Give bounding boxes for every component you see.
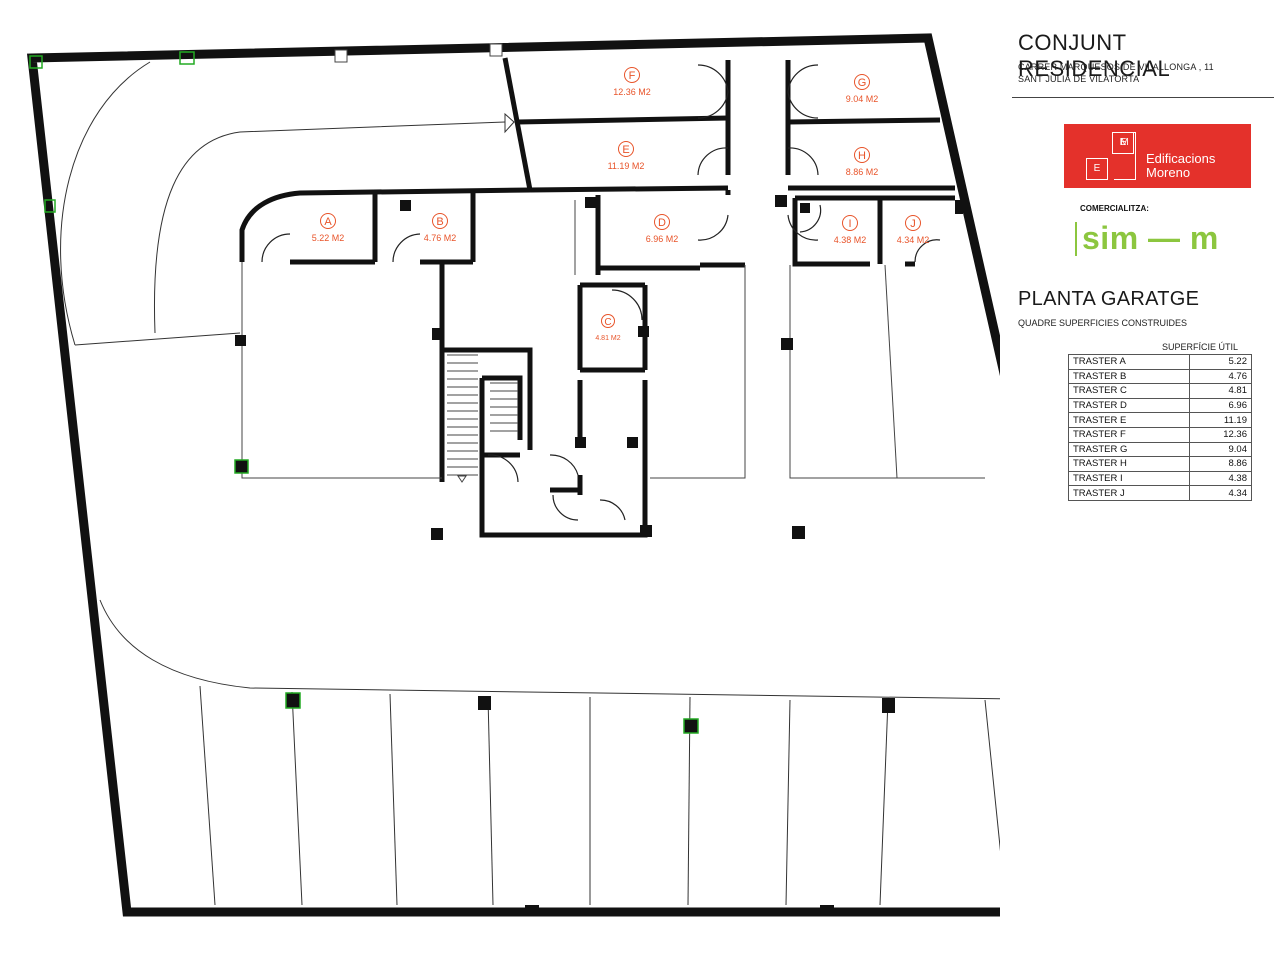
room-area: 4.38 M2: [834, 235, 867, 245]
room-marker-circle: [320, 213, 336, 229]
room-marker-circle: [905, 215, 921, 231]
room-area: 11.19 M2: [608, 161, 645, 171]
storage-name: TRASTER J: [1068, 485, 1190, 501]
comercialitza-label: COMERCIALITZA:: [1080, 204, 1149, 213]
wall-openings: [334, 43, 503, 63]
storage-name: TRASTER H: [1068, 456, 1190, 472]
room-letter: E: [622, 144, 629, 156]
storage-name: TRASTER E: [1068, 412, 1190, 428]
storage-name: TRASTER I: [1068, 470, 1190, 487]
address-street: CARRER MARQUESOS DE VILALLONGA , 11: [1018, 62, 1214, 72]
room-letter: B: [436, 216, 443, 228]
address-town: SANT JULIÀ DE VILATORTA: [1018, 74, 1140, 84]
room-area: 4.34 M2: [897, 235, 930, 245]
sim-bar: [1075, 222, 1077, 256]
room-area: 8.86 M2: [846, 167, 879, 177]
sim-m-logo: sim — m: [1082, 220, 1219, 256]
room-letter: I: [848, 218, 851, 230]
interior-thin-lines: [241, 200, 985, 483]
storage-name: TRASTER C: [1068, 383, 1190, 399]
storage-name: TRASTER D: [1068, 397, 1190, 414]
room-area: 9.04 M2: [846, 94, 879, 104]
room-area: 6.96 M2: [646, 234, 679, 244]
outer-wall: [26, 33, 1000, 917]
room-marker-circle: [854, 74, 870, 90]
storage-area: 5.22: [1188, 354, 1253, 370]
storage-name: TRASTER A: [1068, 354, 1190, 370]
storage-area: 9.04: [1188, 441, 1253, 458]
storage-name: TRASTER G: [1068, 441, 1190, 458]
storage-area: 6.96: [1188, 397, 1253, 414]
room-area: 4.81 M2: [595, 335, 620, 342]
garage-floor-plan: A 5.22 M2 B 4.76 M2 C 4.81 M2 D 6.96 M2 E 11.19 M…: [26, 33, 1000, 917]
project-title: CONJUNT RESIDENCIAL: [1018, 30, 1171, 81]
room-letter: F: [629, 70, 636, 82]
room-area: 5.22 M2: [312, 233, 345, 243]
parking-bays: [199, 685, 1000, 906]
room-marker-circle: [624, 67, 640, 83]
logo-mark-m: M: [1114, 132, 1136, 180]
logo-name-line1: Edificacions: [1146, 151, 1216, 166]
room-area: 4.76 M2: [424, 233, 457, 243]
storage-area: 4.81: [1188, 383, 1253, 399]
columns: [235, 195, 963, 913]
logo-name-line2: Moreno: [1146, 165, 1191, 180]
room-letter: C: [604, 317, 611, 328]
room-marker-circle: [432, 213, 448, 229]
table-column-header: SUPERFÍCIE ÚTIL: [1161, 342, 1238, 352]
room-marker-circle: [618, 141, 634, 157]
highlighted-columns: [29, 51, 699, 734]
storage-area: 12.36: [1188, 426, 1253, 443]
access-ramp: [60, 61, 1000, 700]
room-marker-circle: [654, 214, 670, 230]
door-swings: [261, 64, 941, 521]
room-letter: J: [910, 218, 916, 230]
logo-mark-e2: E: [1086, 158, 1108, 180]
storage-area: 4.76: [1188, 368, 1253, 385]
room-area: 12.36 M2: [613, 87, 651, 97]
room-letter: G: [858, 77, 867, 89]
room-letter: H: [858, 150, 866, 162]
room-marker-circle: [601, 314, 615, 328]
plan-title: PLANTA GARATGE: [1018, 288, 1200, 310]
storage-name: TRASTER B: [1068, 368, 1190, 385]
room-marker-circle: [854, 147, 870, 163]
storage-name: TRASTER F: [1068, 426, 1190, 443]
storage-area: 4.38: [1188, 470, 1253, 487]
room-marker-circle: [842, 215, 858, 231]
storage-area: 4.34: [1188, 485, 1253, 501]
logo-name: Edificacions Moreno: [1146, 152, 1215, 180]
storage-area: 11.19: [1188, 412, 1253, 428]
storage-walls: [239, 57, 955, 538]
room-letter: A: [324, 216, 332, 228]
room-labels: A 5.22 M2 B 4.76 M2 C 4.81 M2 D 6.96 M2 E 11.19 M…: [312, 67, 930, 342]
plan-subtitle: QUADRE SUPERFICIES CONSTRUIDES: [1018, 318, 1188, 328]
edificacions-moreno-logo: E E M: [1064, 124, 1251, 188]
storage-area: 8.86: [1188, 456, 1253, 472]
room-letter: D: [658, 217, 666, 229]
title-divider: [1012, 97, 1274, 98]
